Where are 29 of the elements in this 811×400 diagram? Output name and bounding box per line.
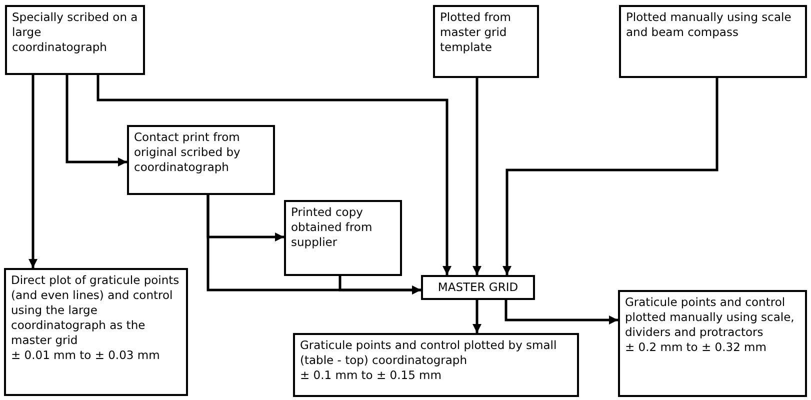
process-box [293, 333, 579, 397]
node-text: ± 0.01 mm to ± 0.03 mm [11, 348, 161, 363]
arrow [28, 75, 38, 268]
node-text: ± 0.1 mm to ± 0.15 mm [300, 368, 442, 383]
arrow [96, 75, 452, 275]
node-text: MASTER GRID [438, 280, 518, 295]
node-text: Printed copy obtained from supplier [291, 205, 374, 250]
process-box [421, 275, 535, 300]
process-box [433, 5, 539, 78]
node-text: Plotted manually using scale and beam compass [626, 10, 792, 40]
arrow [66, 75, 127, 166]
node-text: ± 0.2 mm to ± 0.32 mm [625, 340, 768, 355]
process-box [619, 5, 807, 78]
arrow [502, 78, 718, 275]
node-text: Specially scribed on a large coordinatograph [12, 10, 138, 55]
node-text: Plotted from master grid template [440, 10, 512, 55]
node-text: Contact print from original scribed by coordinatograph [134, 130, 242, 175]
process-box [127, 125, 275, 195]
arrow [504, 300, 618, 324]
process-box [284, 200, 402, 276]
arrow [338, 276, 421, 294]
node-text: Graticule points and control plotted by small (table - top) coordinatograph [300, 338, 558, 368]
node-text: Graticule points and control plotted manually using scale, dividers and protractors [625, 295, 796, 340]
node-text: Direct plot of graticule points (and even lines) and control using the large coordinatograph as the master grid [11, 273, 180, 348]
process-box [5, 5, 145, 75]
arrow [472, 300, 482, 333]
arrow [472, 78, 482, 275]
process-box [4, 268, 188, 396]
process-box [618, 290, 807, 397]
